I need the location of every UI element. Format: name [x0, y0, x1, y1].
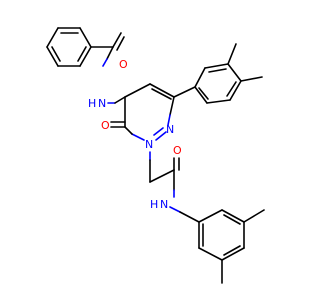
- benzoyl-phenyl-ring: [46, 27, 92, 67]
- pyridazinone-carbonyl: [110, 121, 126, 128]
- pyridazinone-oxygen-label: O: [101, 119, 110, 132]
- acetamide-nh-hydrogen-label: H: [150, 198, 158, 211]
- benzamide-carbonyl: [90, 32, 125, 67]
- acetamide-nitrogen-label: N: [160, 198, 168, 211]
- acetamide-linker: [149, 151, 180, 198]
- benzamide-oxygen-label: O: [119, 58, 128, 71]
- amide-to-ring-bond: [107, 96, 126, 104]
- pyridazinone-n1-label: N: [145, 138, 153, 151]
- pyridazinone-n2-label: N: [166, 123, 174, 136]
- dimethylphenyl-ring: [169, 206, 265, 284]
- acetamide-oxygen-label: O: [173, 144, 182, 157]
- benzamide-nh-hydrogen-label: H: [88, 97, 96, 110]
- tolyl-ring: [173, 43, 263, 104]
- molecule-structure-drawing: O H N N N O: [46, 27, 265, 284]
- benzamide-nitrogen-label: N: [98, 97, 106, 110]
